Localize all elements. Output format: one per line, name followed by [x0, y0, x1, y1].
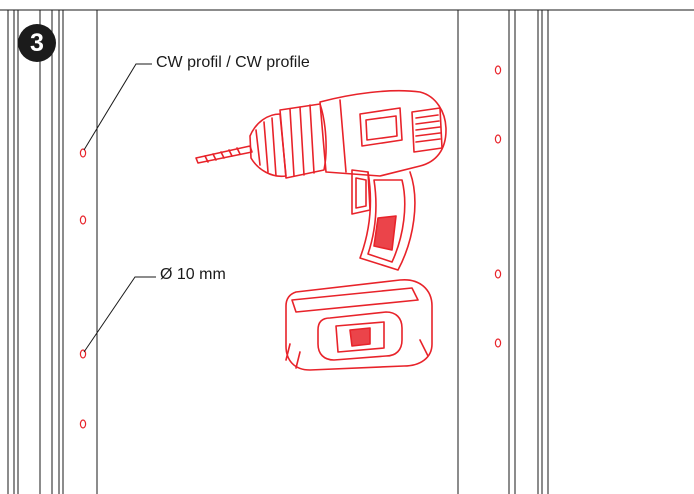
- right-cw-profile: [457, 10, 549, 494]
- right-drill-holes: [494, 65, 502, 348]
- drill-hole-marker-icon: [79, 419, 87, 429]
- hole-diameter-callout-label: Ø 10 mm: [160, 266, 226, 283]
- cordless-drill-icon: [195, 89, 447, 371]
- left-cw-profile: [7, 10, 98, 494]
- drill-hole-marker-icon: [494, 338, 502, 348]
- hole-leader-line: [83, 276, 156, 353]
- drill-hole-marker-icon: [79, 215, 87, 225]
- callout-leaders: [83, 63, 156, 353]
- drill-hole-marker-icon: [79, 148, 87, 158]
- drill-hole-marker-icon: [79, 349, 87, 359]
- drill-hole-marker-icon: [494, 269, 502, 279]
- profile-callout-label: CW profil / CW profile: [156, 54, 310, 71]
- drill-hole-marker-icon: [494, 65, 502, 75]
- left-drill-holes: [79, 148, 87, 429]
- drill-hole-marker-icon: [494, 134, 502, 144]
- step-number-badge: 3: [18, 24, 56, 62]
- profile-leader-line: [83, 63, 152, 151]
